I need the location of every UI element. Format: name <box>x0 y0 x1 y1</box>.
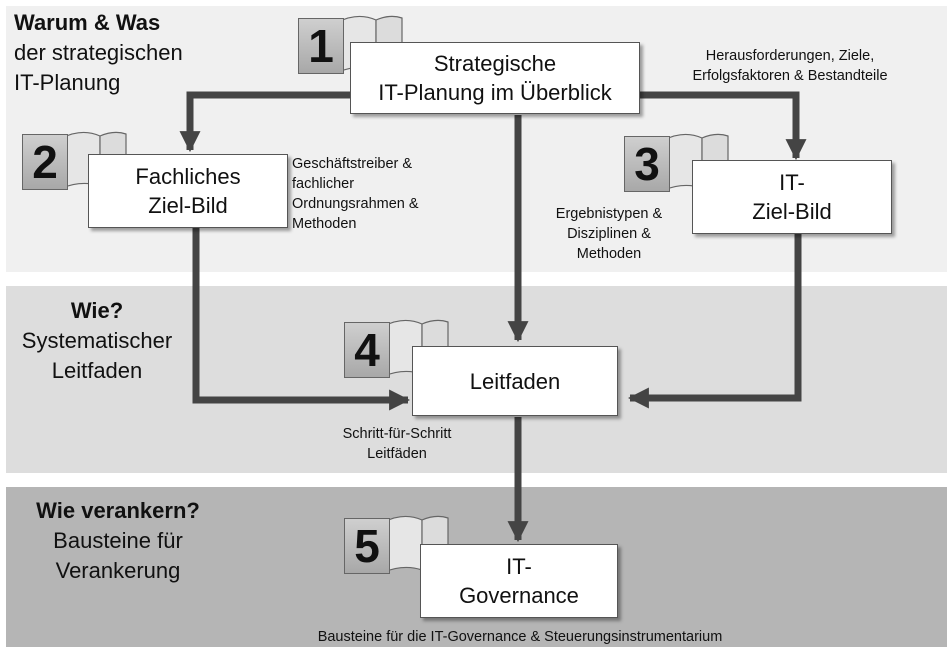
annotation-line: fachlicher <box>292 176 355 192</box>
box-label-line: Leitfaden <box>469 368 561 394</box>
box-label-line: IT- <box>779 170 805 195</box>
section-verankern-text: Wie verankern? Bausteine für Verankerung <box>12 496 224 586</box>
box-it-ziel-bild: IT- Ziel-Bild <box>692 160 892 234</box>
annotation-box-1: Herausforderungen, Ziele, Erfolgsfaktore… <box>642 46 938 86</box>
section-warum-text: Warum & Was der strategischen IT-Planung <box>14 8 183 98</box>
annotation-line: Bausteine für die IT-Governance & Steuer… <box>317 629 723 645</box>
box-strategische-it-planung: Strategische IT-Planung im Überblick <box>350 42 640 114</box>
annotation-box-3: Ergebnistypen & Disziplinen & Methoden <box>534 204 684 264</box>
annotation-line: Schritt-für-Schritt <box>342 426 452 442</box>
annotation-line: Methoden <box>576 246 642 262</box>
arrow-3-to-4 <box>627 234 802 409</box>
book-number: 4 <box>344 322 390 378</box>
box-it-governance: IT- Governance <box>420 544 618 618</box>
annotation-line: Herausforderungen, Ziele, <box>705 48 875 64</box>
box-label-line: Fachliches <box>135 164 241 189</box>
section-warum-line: der strategischen <box>14 40 183 65</box>
box-fachliches-ziel-bild: Fachliches Ziel-Bild <box>88 154 288 228</box>
box-label-line: IT- <box>506 554 532 579</box>
annotation-line: Geschäftstreiber & <box>292 156 413 172</box>
box-leitfaden: Leitfaden <box>412 346 618 416</box>
book-number: 3 <box>624 136 670 192</box>
book-number: 2 <box>22 134 68 190</box>
box-label-line: Ziel-Bild <box>752 199 832 224</box>
section-verankern-title: Wie verankern? <box>36 498 200 523</box>
section-wie-title: Wie? <box>70 298 124 323</box>
annotation-line: Leitfäden <box>367 446 427 462</box>
box-label-line: Ziel-Bild <box>148 193 228 218</box>
book-number: 5 <box>344 518 390 574</box>
annotation-box-5: Bausteine für die IT-Governance & Steuer… <box>200 627 840 647</box>
annotation-line: Disziplinen & <box>567 226 651 242</box>
annotation-line: Methoden <box>292 216 357 232</box>
section-verankern-line: Bausteine für <box>53 528 183 553</box>
book-number: 1 <box>298 18 344 74</box>
annotation-box-2: Geschäftstreiber & fachlicher Ordnungsra… <box>292 154 472 234</box>
annotation-box-4: Schritt-für-Schritt Leitfäden <box>312 424 482 464</box>
section-warum-line: IT-Planung <box>14 70 121 95</box>
section-wie-line: Leitfaden <box>51 358 143 383</box>
arrow-1-to-2 <box>179 91 350 153</box>
annotation-line: Erfolgsfaktoren & Bestandteile <box>692 68 888 84</box>
box-label-line: IT-Planung im Überblick <box>378 80 612 105</box>
annotation-line: Ergebnistypen & <box>555 206 663 222</box>
box-label-line: Strategische <box>433 51 557 76</box>
arrow-1-to-3 <box>640 91 807 161</box>
arrow-2-to-4 <box>192 228 411 411</box>
section-verankern-line: Verankerung <box>55 558 181 583</box>
section-warum-title: Warum & Was <box>14 10 161 35</box>
section-wie-text: Wie? Systematischer Leitfaden <box>4 296 190 386</box>
box-label-line: Governance <box>459 583 579 608</box>
section-wie-line: Systematischer <box>21 328 173 353</box>
annotation-line: Ordnungsrahmen & <box>292 196 419 212</box>
